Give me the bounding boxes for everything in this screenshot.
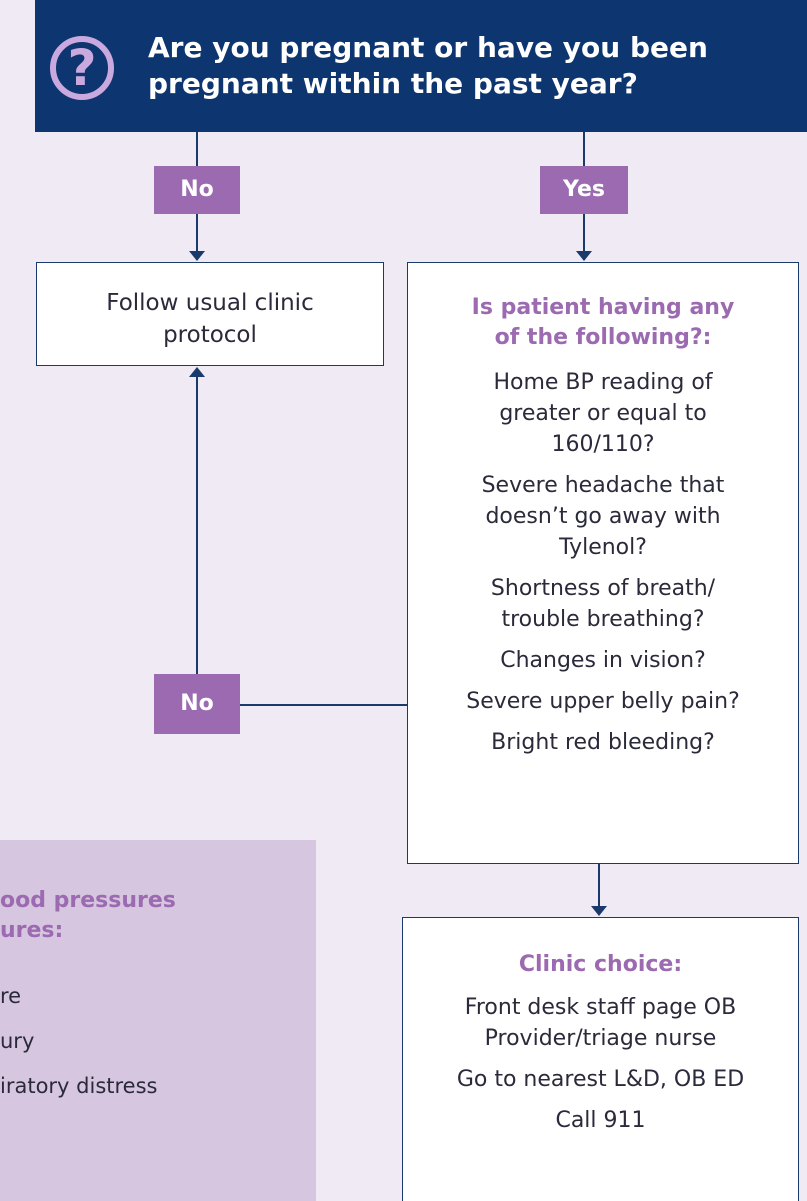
symptom-line: Changes in vision? bbox=[500, 648, 706, 673]
arrow-up-icon bbox=[189, 367, 205, 377]
symptom-item: Shortness of breath/ trouble breathing? bbox=[408, 573, 798, 635]
question-circle-icon: ? bbox=[50, 36, 114, 100]
info-item: ury bbox=[0, 1029, 35, 1053]
usual-protocol-box: Follow usual clinic protocol bbox=[36, 262, 384, 366]
symptom-line: Severe upper belly pain? bbox=[466, 689, 740, 714]
clinic-choice-box: Clinic choice: Front desk staff page OB … bbox=[402, 917, 799, 1201]
symptom-line: Tylenol? bbox=[559, 535, 647, 560]
symptom-item: Changes in vision? bbox=[408, 645, 798, 676]
usual-protocol-text: Follow usual clinic bbox=[106, 290, 314, 316]
header-question: Are you pregnant or have you been pregna… bbox=[148, 30, 788, 102]
symptom-item: Bright red bleeding? bbox=[408, 727, 798, 758]
arrow-down-icon bbox=[189, 251, 205, 261]
info-panel-heading: ood pressures ures: bbox=[0, 886, 176, 946]
arrow-down-icon bbox=[591, 906, 607, 916]
clinic-choice-line: Provider/triage nurse bbox=[484, 1026, 717, 1051]
no-branch-label: No bbox=[154, 166, 240, 214]
connector-symptoms-yes bbox=[598, 864, 600, 908]
symptoms-no-label: No bbox=[154, 674, 240, 734]
symptom-item: Home BP reading of greater or equal to 1… bbox=[408, 367, 798, 460]
clinic-choice-line: Go to nearest L&D, OB ED bbox=[456, 1067, 745, 1092]
clinic-choice-item: Go to nearest L&D, OB ED bbox=[403, 1064, 798, 1095]
clinic-choice-line: Call 911 bbox=[555, 1108, 646, 1133]
info-heading-line: ood pressures bbox=[0, 888, 176, 913]
symptom-line: Home BP reading of bbox=[493, 370, 713, 395]
info-heading-line: ures: bbox=[0, 918, 64, 943]
symptom-line: doesn’t go away with bbox=[485, 504, 721, 529]
symptom-line: greater or equal to bbox=[499, 401, 707, 426]
info-item: re bbox=[0, 984, 22, 1008]
symptom-item: Severe upper belly pain? bbox=[408, 686, 798, 717]
info-panel: ood pressures ures: re ury iratory distr… bbox=[0, 840, 316, 1201]
symptoms-heading: of the following?: bbox=[494, 325, 712, 350]
header-title-line: pregnant within the past year? bbox=[148, 67, 638, 100]
connector-symptoms-no bbox=[196, 376, 198, 674]
clinic-choice-item: Call 911 bbox=[403, 1105, 798, 1136]
symptom-line: trouble breathing? bbox=[501, 607, 705, 632]
usual-protocol-text: protocol bbox=[163, 322, 257, 348]
clinic-choice-line: Front desk staff page OB bbox=[464, 995, 737, 1020]
symptom-item: Severe headache that doesn’t go away wit… bbox=[408, 470, 798, 563]
symptom-line: Bright red bleeding? bbox=[491, 730, 715, 755]
connector-symptoms-no-horizontal bbox=[240, 704, 408, 706]
symptom-line: 160/110? bbox=[551, 432, 655, 457]
arrow-down-icon bbox=[576, 251, 592, 261]
symptom-line: Shortness of breath/ bbox=[490, 576, 716, 601]
symptom-line: Severe headache that bbox=[481, 473, 725, 498]
clinic-choice-item: Front desk staff page OB Provider/triage… bbox=[403, 992, 798, 1054]
symptoms-heading: Is patient having any bbox=[471, 295, 735, 320]
header-title-line: Are you pregnant or have you been bbox=[148, 31, 708, 64]
symptoms-box: Is patient having any of the following?:… bbox=[407, 262, 799, 864]
question-header bbox=[35, 0, 807, 132]
yes-branch-label: Yes bbox=[540, 166, 628, 214]
clinic-choice-heading: Clinic choice: bbox=[518, 952, 683, 977]
info-item: iratory distress bbox=[0, 1074, 158, 1098]
